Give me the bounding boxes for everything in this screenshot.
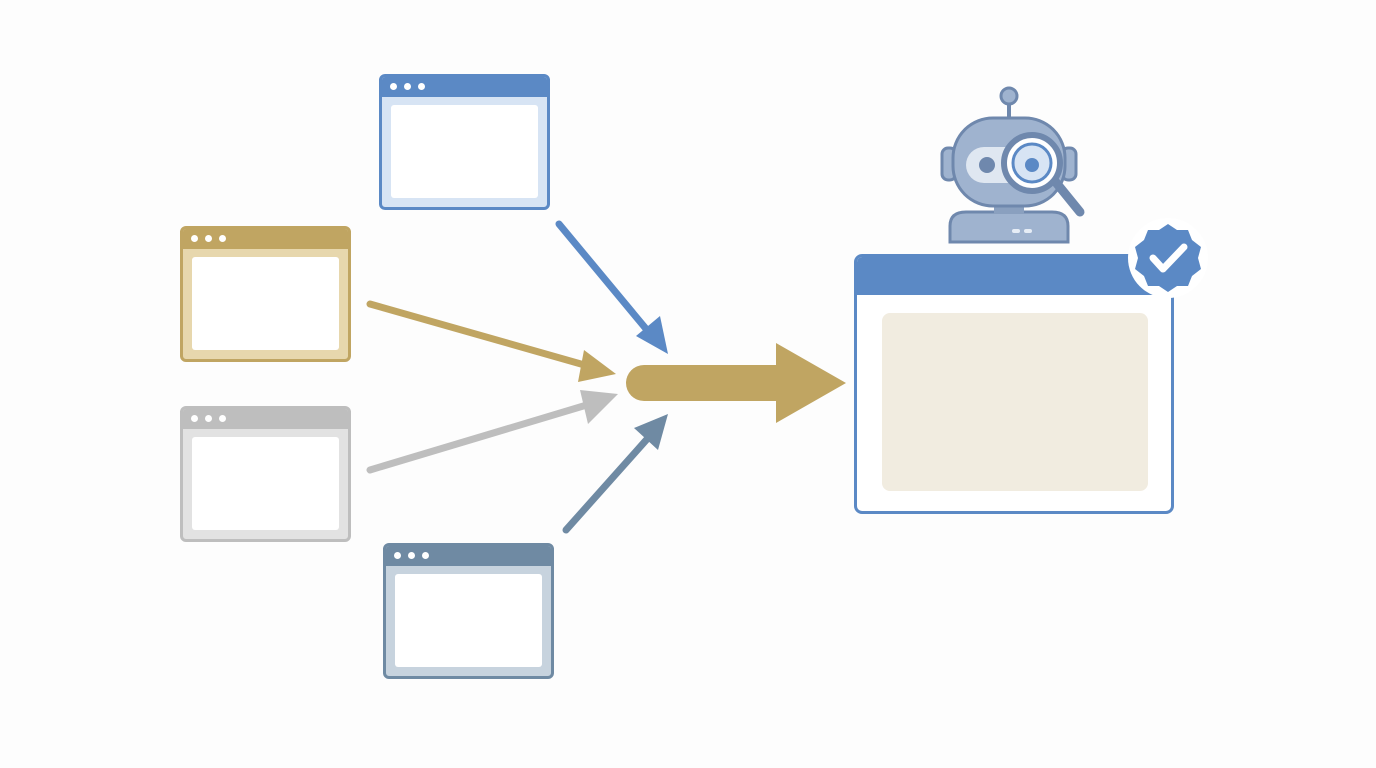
window-content-pane bbox=[192, 257, 339, 350]
window-title-bar bbox=[382, 77, 547, 97]
thick-right-arrow-icon bbox=[626, 343, 846, 423]
source-window-gray bbox=[180, 406, 351, 542]
window-dot bbox=[422, 552, 429, 559]
robot-with-magnifier-icon bbox=[940, 86, 1085, 244]
gold-arrow bbox=[366, 300, 616, 382]
window-dot bbox=[191, 235, 198, 242]
window-dot bbox=[418, 83, 425, 90]
window-dot bbox=[390, 83, 397, 90]
output-window bbox=[854, 254, 1174, 514]
window-content-pane bbox=[395, 574, 542, 667]
window-dot bbox=[394, 552, 401, 559]
window-dot bbox=[205, 235, 212, 242]
window-content-pane bbox=[391, 105, 538, 198]
window-content-pane bbox=[192, 437, 339, 530]
window-title-bar bbox=[183, 229, 348, 249]
window-title-bar bbox=[386, 546, 551, 566]
window-dot bbox=[219, 235, 226, 242]
window-dot bbox=[408, 552, 415, 559]
window-title-bar bbox=[183, 409, 348, 429]
gray-arrow bbox=[366, 390, 618, 474]
window-dot bbox=[191, 415, 198, 422]
output-window-content-pane bbox=[882, 313, 1148, 491]
source-window-blue bbox=[379, 74, 550, 210]
source-window-gold bbox=[180, 226, 351, 362]
window-dot bbox=[404, 83, 411, 90]
verified-check-icon bbox=[1128, 218, 1208, 298]
window-dot bbox=[205, 415, 212, 422]
window-dot bbox=[219, 415, 226, 422]
source-window-slate bbox=[383, 543, 554, 679]
blue-arrow bbox=[555, 220, 668, 354]
slate-arrow bbox=[562, 414, 668, 534]
output-window-title-bar bbox=[857, 257, 1171, 295]
